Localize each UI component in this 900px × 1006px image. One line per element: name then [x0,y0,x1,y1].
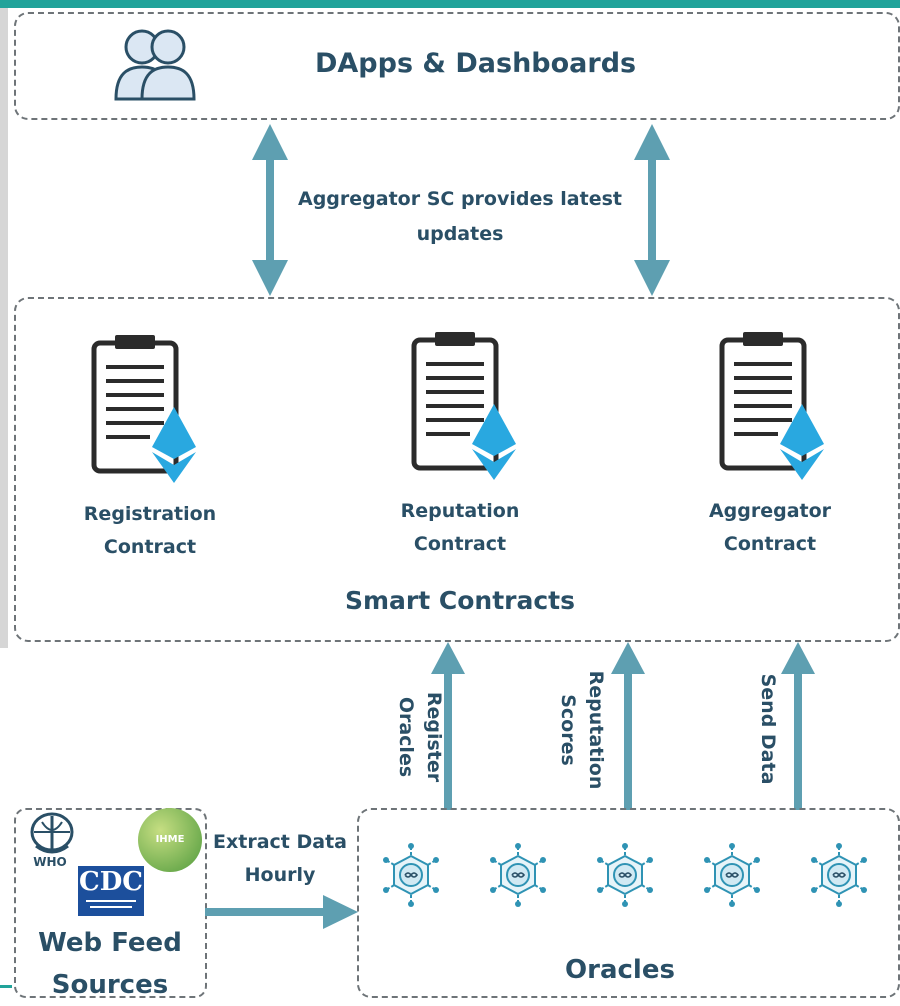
smart-contracts-panel [14,297,900,642]
oracle-node-icon [490,843,546,907]
users-icon [114,29,196,101]
send-data-label: Send Data [757,673,779,785]
extract-data-arrow [205,895,358,929]
extract-data-label: Extract Data Hourly [213,831,347,886]
registration-contract-icon [91,335,196,483]
ihme-logo: IHME [138,808,202,872]
ethereum-icon [152,407,196,483]
bidirectional-arrow-left [252,124,288,296]
send-data-arrow [781,642,815,810]
oracle-node-icon [597,843,653,907]
ethereum-icon [472,404,516,480]
dapps-dashboards-panel [14,12,900,120]
oracle-node-icon [811,843,867,907]
aggregator-contract-label: Aggregator Contract [708,500,832,555]
reputation-scores-label: Reputation Scores [554,660,610,800]
reputation-contract-label: Reputation Contract [400,500,520,555]
register-oracles-label: Register Oracles [392,667,448,807]
web-feed-sources-title: Web Feed Sources [38,928,182,1000]
oracle-node-icon [383,843,439,907]
smart-contracts-title: Smart Contracts [344,586,576,615]
oracles-panel [357,808,900,998]
corner-accent-line [0,985,12,988]
cdc-logo: CDC [78,866,144,916]
reputation-scores-text: Reputation Scores [557,670,607,790]
reputation-scores-arrow [611,642,645,810]
aggregator-note: Aggregator SC provides latest updates [298,188,622,245]
aggregator-contract-icon [719,332,824,480]
who-logo-text: WHO [33,855,67,869]
oracle-node-icon [704,843,760,907]
register-oracles-arrow [431,642,465,810]
bidirectional-arrow-right [634,124,670,296]
dapps-title: DApps & Dashboards [315,48,637,79]
reputation-contract-icon [411,332,516,480]
ethereum-icon [780,404,824,480]
top-accent-bar [0,0,900,8]
registration-contract-label: Registration Contract [83,503,217,558]
left-edge-strip [0,8,8,648]
who-emblem-icon [30,812,74,854]
oracles-title: Oracles [565,955,675,985]
register-oracles-text: Register Oracles [395,691,445,783]
web-feed-sources-panel [14,808,207,998]
cdc-logo-text: CDC [79,867,143,897]
